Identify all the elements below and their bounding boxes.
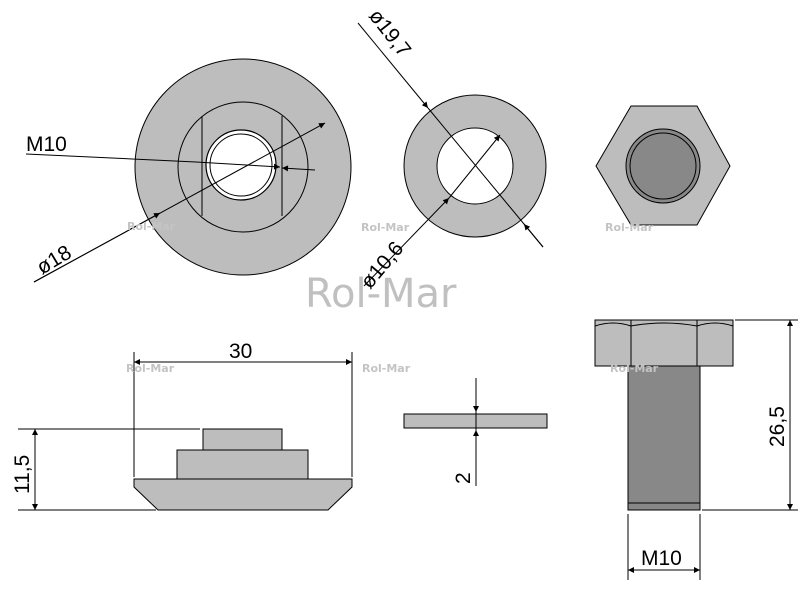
watermark-small-1: Rol-Mar bbox=[127, 220, 176, 233]
dim-11-5: 11,5 bbox=[11, 455, 34, 494]
bolt-top-view bbox=[595, 105, 731, 226]
tnut-side-flange bbox=[133, 478, 353, 511]
watermark-large: Rol-Mar bbox=[305, 271, 457, 317]
watermark-small-5: Rol-Mar bbox=[362, 362, 411, 375]
bolt-side-shank bbox=[627, 365, 701, 511]
bolt-side-view: 26,5 M10 bbox=[594, 319, 798, 580]
watermark-small-6: Rol-Mar bbox=[610, 362, 659, 375]
dim-26-5: 26,5 bbox=[766, 406, 789, 447]
tnut-top-view: M10 ø18 bbox=[25, 58, 352, 283]
dim-m10-bottom: M10 bbox=[641, 547, 682, 570]
tnut-side-body bbox=[176, 449, 309, 480]
tnut-thread-inner bbox=[209, 133, 273, 197]
bolt-shank-circle bbox=[625, 128, 701, 204]
watermark-small-2: Rol-Mar bbox=[361, 221, 410, 234]
watermark-small-3: Rol-Mar bbox=[605, 221, 654, 234]
washer-top-view: ø19,7 ø10,6 bbox=[356, 5, 547, 293]
tnut-side-top bbox=[202, 428, 283, 451]
bolt-side-head bbox=[594, 319, 734, 367]
dim-2: 2 bbox=[452, 472, 475, 484]
dim-d19-7: ø19,7 bbox=[364, 5, 415, 61]
dim-m10-top: M10 bbox=[26, 133, 67, 156]
tnut-side-view: 30 11,5 bbox=[11, 340, 353, 511]
dim-30: 30 bbox=[229, 340, 252, 363]
dim-d18: ø18 bbox=[33, 241, 76, 279]
bolt-shank-inner bbox=[629, 132, 697, 200]
washer-side-view: 2 bbox=[403, 378, 548, 486]
watermark-small-4: Rol-Mar bbox=[126, 362, 175, 375]
watermarks: Rol-Mar Rol-Mar Rol-Mar Rol-Mar Rol-Mar … bbox=[126, 220, 659, 375]
